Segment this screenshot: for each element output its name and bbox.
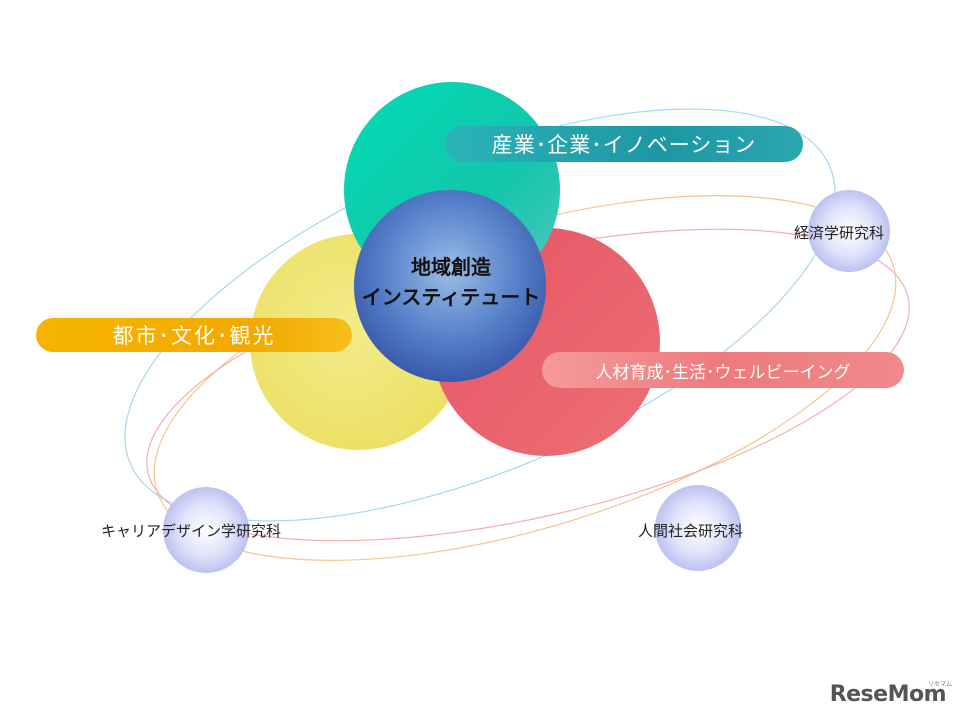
- theme-pill-city: 都市･文化･観光: [36, 318, 352, 352]
- center-title-line2: インスティテュート: [361, 285, 541, 309]
- theme-pill-industry: 産業･企業･イノベーション: [445, 126, 803, 162]
- theme-label-city: 都市･文化･観光: [112, 324, 276, 348]
- dept-bubble-human-society: [655, 485, 741, 571]
- theme-label-human: 人材育成･生活･ウェルビーイング: [595, 362, 851, 383]
- dept-label-economics: 経済学研究科: [794, 224, 885, 242]
- dept-bubble-career: [163, 487, 249, 573]
- theme-label-industry: 産業･企業･イノベーション: [491, 133, 757, 157]
- dept-label-human-society: 人間社会研究科: [638, 522, 744, 540]
- center-title: 地域創造 インスティテュート: [345, 252, 557, 312]
- center-circle: [354, 190, 546, 382]
- resemom-logo: ReseMom: [829, 682, 947, 707]
- center-title-line1: 地域創造: [411, 255, 491, 279]
- theme-pill-human: 人材育成･生活･ウェルビーイング: [542, 352, 904, 388]
- dept-bubble-economics: [808, 190, 890, 272]
- dept-label-career: キャリアデザイン学研究科: [101, 522, 282, 540]
- logo-subtext: リセマム: [928, 681, 953, 688]
